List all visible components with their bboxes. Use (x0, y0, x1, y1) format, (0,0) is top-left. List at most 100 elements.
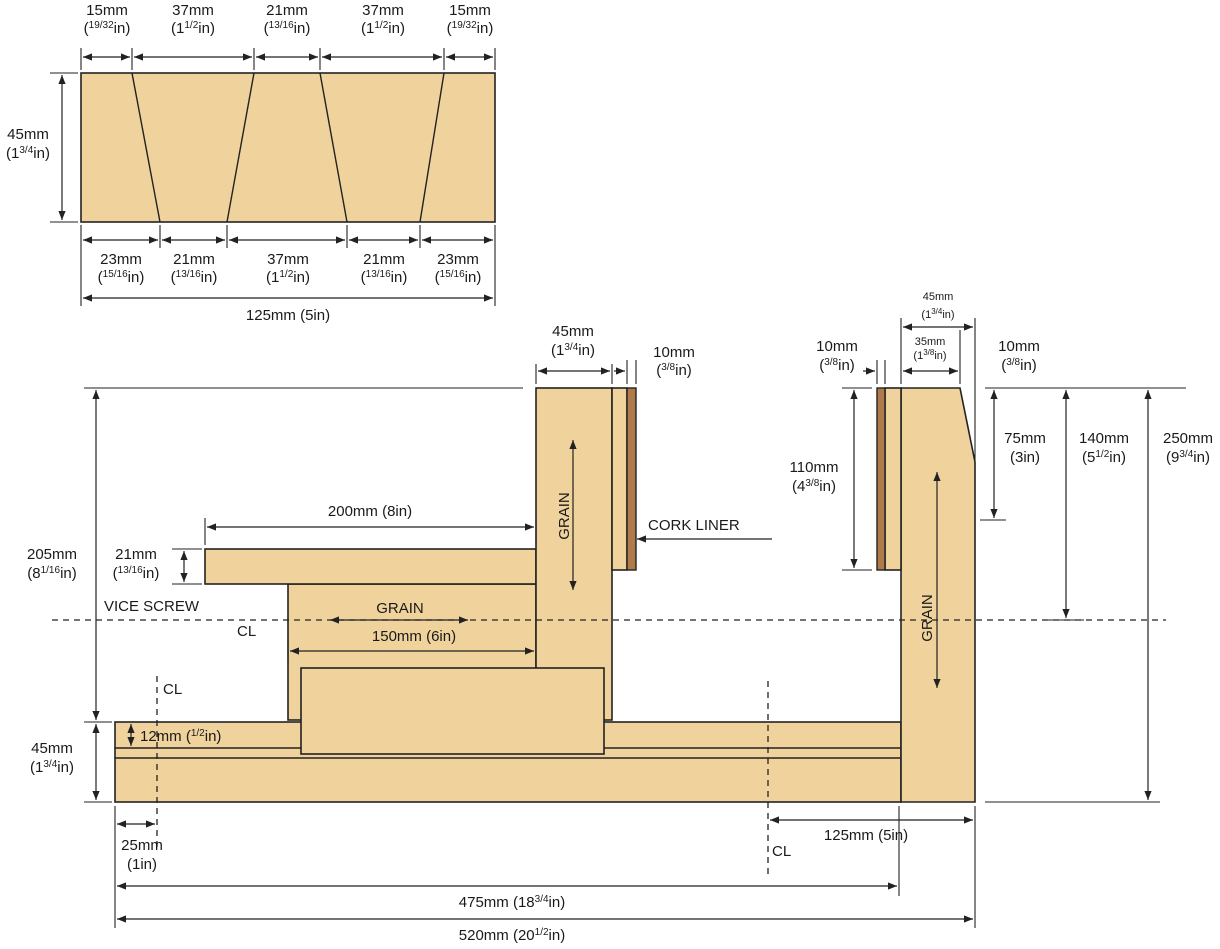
dimension-lines (58, 53, 493, 302)
dovetail-line (131, 72, 161, 223)
top-dim-label: 37mm (11/2in) (171, 2, 215, 37)
svg-text:37mm: 37mm (172, 2, 214, 19)
svg-text:(13/16in): (13/16in) (113, 565, 160, 582)
svg-text:(13/4in): (13/4in) (921, 307, 954, 321)
svg-text:(11/2in): (11/2in) (361, 20, 405, 37)
svg-text:(15/16in): (15/16in) (435, 269, 482, 286)
extension-lines (50, 48, 496, 306)
side-view: GRAIN GRAIN GRAIN 45mm (13/4in) 10mm (3/… (27, 291, 1213, 944)
top-dim-label: 21mm (13/16in) (264, 2, 311, 37)
svg-text:25mm: 25mm (121, 837, 163, 854)
extension-lines (84, 318, 1186, 928)
svg-text:(15/16in): (15/16in) (98, 269, 145, 286)
fixed-liner-label: 10mm (3/8in) (816, 338, 858, 374)
cork-liner (626, 387, 637, 571)
svg-text:21mm: 21mm (115, 546, 157, 563)
bottom-dim-label: 23mm (15/16in) (98, 251, 145, 286)
rail-thickness-label: 12mm (1/2in) (140, 728, 221, 745)
svg-text:37mm: 37mm (362, 2, 404, 19)
length-475-label: 475mm (183/4in) (459, 894, 565, 911)
svg-text:21mm: 21mm (363, 251, 405, 268)
d140-label: 140mm (51/2in) (1079, 430, 1129, 466)
svg-text:10mm: 10mm (816, 338, 858, 355)
svg-text:(11/2in): (11/2in) (171, 20, 215, 37)
screw-block (300, 667, 605, 755)
svg-text:(3/8in): (3/8in) (1001, 357, 1037, 374)
svg-text:(19/32in): (19/32in) (447, 20, 494, 37)
svg-text:21mm: 21mm (173, 251, 215, 268)
centreline-mark: CL (237, 623, 256, 640)
centreline-mark: CL (163, 681, 182, 698)
svg-text:10mm: 10mm (653, 344, 695, 361)
liner-height-label: 110mm (43/8in) (790, 459, 839, 495)
svg-text:(81/16in): (81/16in) (27, 565, 77, 582)
front-jaw-top (204, 548, 537, 585)
svg-text:15mm: 15mm (449, 2, 491, 19)
height-205-label: 205mm (81/16in) (27, 546, 77, 582)
svg-text:(3/8in): (3/8in) (819, 357, 855, 374)
svg-text:15mm: 15mm (86, 2, 128, 19)
svg-text:(19/32in): (19/32in) (84, 20, 131, 37)
svg-text:(13/8in): (13/8in) (913, 348, 946, 362)
svg-text:140mm: 140mm (1079, 430, 1129, 447)
jaw-length-label: 200mm (8in) (328, 503, 412, 520)
length-125-label: 125mm (5in) (824, 827, 908, 844)
svg-text:(3/8in): (3/8in) (656, 362, 692, 379)
svg-text:(11/2in): (11/2in) (266, 269, 310, 286)
svg-text:37mm: 37mm (267, 251, 309, 268)
svg-text:23mm: 23mm (437, 251, 479, 268)
svg-text:(13/16in): (13/16in) (361, 269, 408, 286)
svg-text:45mm: 45mm (923, 291, 954, 303)
top-dim-label: 15mm (19/32in) (447, 2, 494, 37)
dovetail-line (226, 72, 255, 223)
top-dim-label: 37mm (11/2in) (361, 2, 405, 37)
fixed-liner (884, 387, 902, 571)
svg-text:(13/16in): (13/16in) (171, 269, 218, 286)
bottom-dim-label: 23mm (15/16in) (435, 251, 482, 286)
d75-label: 75mm (3in) (1004, 430, 1046, 466)
dovetail-line (419, 72, 445, 223)
total-width-label: 125mm (5in) (246, 307, 330, 324)
svg-text:(51/2in): (51/2in) (1082, 449, 1126, 466)
base-thickness-label: 45mm (13/4in) (30, 740, 74, 776)
offset-label: 25mm (1in) (121, 837, 163, 873)
svg-text:23mm: 23mm (100, 251, 142, 268)
bottom-dim-label: 21mm (13/16in) (171, 251, 218, 286)
grain-label: GRAIN (556, 492, 573, 540)
svg-text:35mm: 35mm (915, 336, 946, 348)
top-view: 15mm (19/32in) 37mm (11/2in) 21mm (13/16… (6, 2, 496, 324)
svg-text:21mm: 21mm (266, 2, 308, 19)
fixed-jaw-inner-label: 35mm (13/8in) (913, 336, 946, 362)
centreline-mark: CL (772, 843, 791, 860)
fixed-cork (876, 387, 886, 571)
svg-text:(3in): (3in) (1010, 449, 1040, 466)
grain-label: GRAIN (376, 600, 424, 617)
svg-text:110mm: 110mm (790, 459, 839, 476)
svg-text:(13/16in): (13/16in) (264, 20, 311, 37)
svg-text:(43/8in): (43/8in) (792, 478, 836, 495)
vice-screw-label: VICE SCREW (104, 598, 200, 615)
svg-text:(1in): (1in) (127, 856, 157, 873)
top-dim-label: 15mm (19/32in) (84, 2, 131, 37)
block-length-label: 150mm (6in) (372, 628, 456, 645)
svg-text:250mm: 250mm (1163, 430, 1213, 447)
dimension-lines (92, 323, 1152, 923)
svg-text:205mm: 205mm (27, 546, 77, 563)
d250-label: 250mm (93/4in) (1163, 430, 1213, 466)
svg-text:45mm: 45mm (7, 126, 49, 143)
liner-width-label: 10mm (3/8in) (653, 344, 695, 379)
height-dim-label: 45mm (13/4in) (6, 126, 50, 162)
svg-text:(13/4in): (13/4in) (30, 759, 74, 776)
jaw-width-label: 45mm (13/4in) (551, 323, 595, 359)
svg-text:(13/4in): (13/4in) (6, 145, 50, 162)
svg-text:(93/4in): (93/4in) (1166, 449, 1210, 466)
bottom-dim-label: 21mm (13/16in) (361, 251, 408, 286)
cork-liner-label: CORK LINER (648, 517, 740, 534)
fixed-jaw-width-label: 45mm (13/4in) (921, 291, 954, 321)
svg-text:75mm: 75mm (1004, 430, 1046, 447)
svg-text:(13/4in): (13/4in) (551, 342, 595, 359)
grain-label: GRAIN (919, 594, 936, 642)
jaw-thickness-label: 21mm (13/16in) (113, 546, 160, 582)
svg-text:10mm: 10mm (998, 338, 1040, 355)
moving-liner (611, 387, 628, 571)
